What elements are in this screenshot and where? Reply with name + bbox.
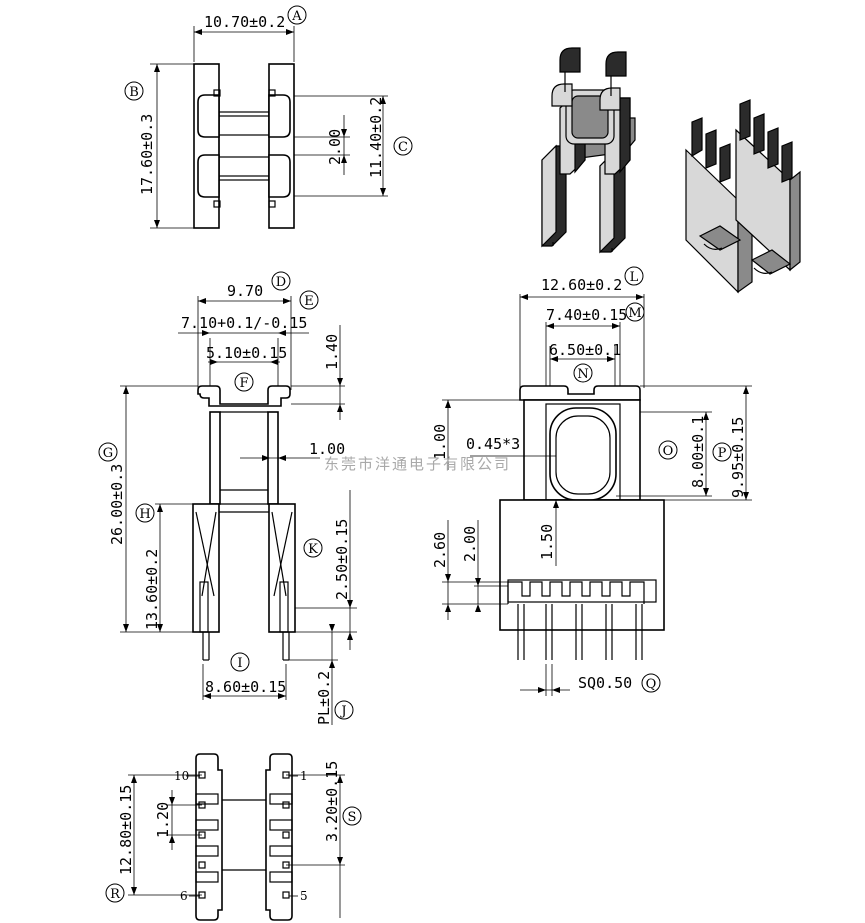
dim-side-260: 2.60	[431, 532, 449, 568]
dim-bottom-120: 1.20	[154, 802, 172, 838]
callout-n: N	[577, 367, 588, 382]
dim-front-d: 9.70	[227, 282, 263, 300]
top-view: 10.70±0.2 A 17.60±0.3 B 11.40±0.2 C	[124, 5, 413, 229]
callout-g: G	[103, 446, 113, 461]
callout-q: Q	[646, 677, 657, 692]
dim-side-045: 0.45*3	[466, 435, 520, 453]
dim-top-inner: 11.40±0.2	[367, 97, 385, 178]
callout-d: D	[276, 275, 286, 290]
dim-front-100: 1.00	[309, 440, 345, 458]
callout-o: O	[663, 444, 674, 459]
isometric-view-2	[685, 99, 801, 294]
callout-s: S	[348, 810, 357, 825]
callout-c: C	[398, 140, 408, 155]
dim-side-150: 1.50	[538, 524, 556, 560]
pin-label-5: 5	[300, 889, 308, 903]
callout-k: K	[308, 542, 318, 557]
callout-h: H	[139, 507, 150, 522]
front-view: 9.70 D 7.10+0.1/-0.15 E 5.10±0.15 F 1.40	[98, 271, 357, 725]
dim-top-gap: 2.00	[326, 129, 344, 165]
dim-front-g: 26.00±0.3	[108, 464, 126, 545]
callout-p: P	[718, 446, 727, 461]
pin-label-10: 10	[174, 769, 189, 783]
pin-label-6: 6	[180, 889, 188, 903]
side-view: 12.60±0.2 L 7.40±0.15 M 6.50±0.1 N	[431, 266, 752, 696]
dim-top-width: 10.70±0.2	[204, 13, 285, 31]
dim-front-k: 2.50±0.15	[333, 519, 351, 600]
bottom-view: 12.80±0.15 R 1.20 3.20±0.15 S 10 1 6 5	[105, 753, 362, 921]
dim-side-m: 7.40±0.15	[546, 306, 627, 324]
dim-front-f: 5.10±0.15	[206, 344, 287, 362]
callout-e: E	[304, 294, 314, 309]
dim-side-200: 2.00	[461, 526, 479, 562]
dim-side-q: SQ0.50	[578, 674, 632, 692]
callout-m: M	[628, 306, 641, 321]
dim-side-100: 1.00	[431, 424, 449, 460]
watermark: 东莞市洋通电子有限公司	[324, 455, 511, 473]
dim-side-p: 9.95±0.15	[729, 417, 747, 498]
callout-f: F	[239, 376, 248, 391]
dim-side-o: 8.00±0.1	[689, 416, 707, 488]
dim-front-e: 7.10+0.1/-0.15	[181, 314, 307, 332]
callout-b: B	[129, 85, 139, 100]
pin-label-1: 1	[300, 769, 308, 783]
callout-i: I	[237, 656, 242, 671]
dim-side-n: 6.50±0.1	[549, 341, 621, 359]
callout-r: R	[110, 887, 121, 902]
dim-side-l: 12.60±0.2	[541, 276, 622, 294]
dim-front-h: 13.60±0.2	[143, 549, 161, 630]
dim-top-height: 17.60±0.3	[138, 114, 156, 195]
dim-front-j: PL±0.2	[315, 671, 333, 725]
dim-bottom-r: 12.80±0.15	[117, 785, 135, 875]
dim-front-140: 1.40	[323, 334, 341, 370]
isometric-view-1	[541, 47, 636, 254]
callout-l: L	[630, 270, 639, 285]
callout-j: J	[339, 704, 346, 719]
dim-bottom-s: 3.20±0.15	[323, 761, 341, 842]
callout-a: A	[291, 9, 302, 24]
dim-front-i: 8.60±0.15	[205, 678, 286, 696]
